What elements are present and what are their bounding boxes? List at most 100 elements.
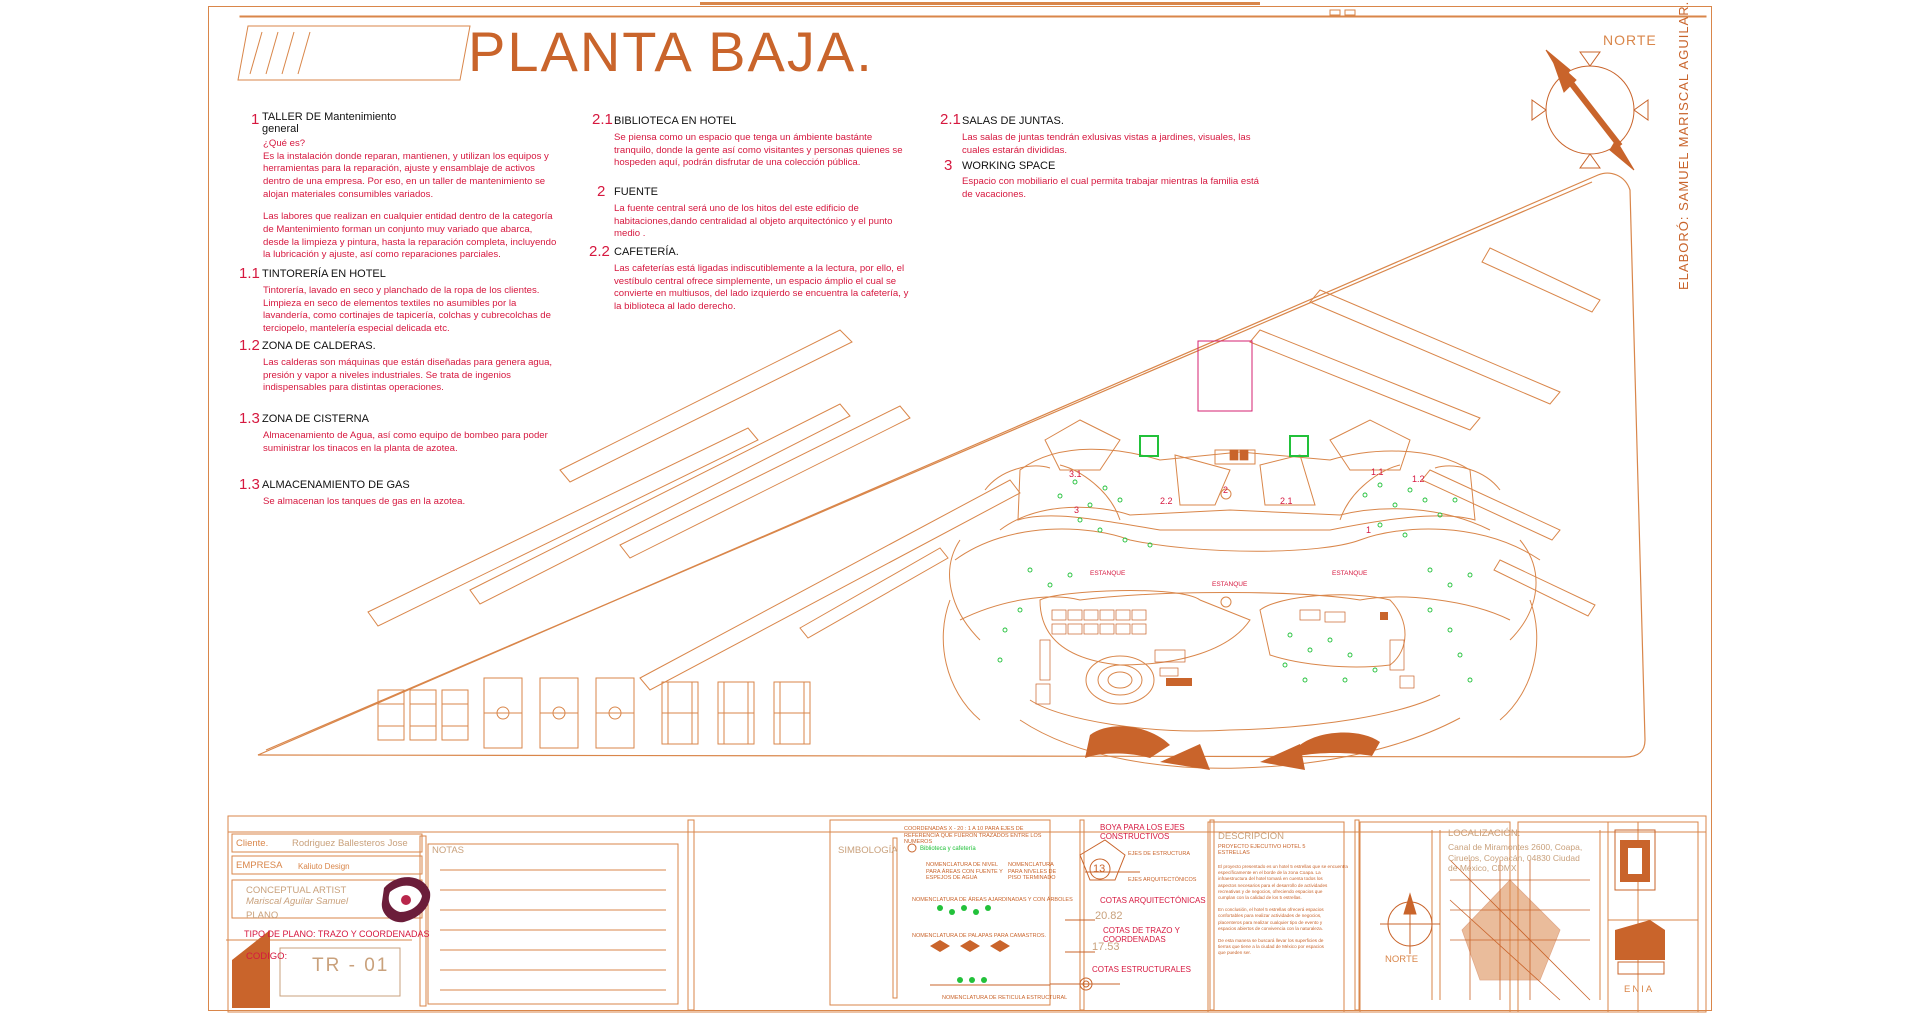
- library-note: Biblioteca y cafetería: [920, 846, 976, 852]
- zone-number: 1.2: [1412, 474, 1425, 484]
- axis-bubble-icon: [1089, 858, 1111, 880]
- zone-number: 1.1: [1371, 467, 1384, 477]
- hotel-complex: [942, 340, 1541, 769]
- zone-number: 2: [1223, 485, 1229, 495]
- zone-number: 3: [1074, 505, 1080, 515]
- north-compass-small-icon: [1380, 892, 1440, 954]
- enia-label: ENIA: [1624, 984, 1655, 995]
- drawing-sheet-border: [208, 6, 1712, 1011]
- tree-symbols: [997, 479, 1473, 683]
- sports-courts: [377, 677, 811, 749]
- item-heading: CAFETERÍA.: [614, 246, 679, 258]
- palapa-legend-marks: [930, 940, 1010, 952]
- location-text: Canal de Miramontes 2600, Coapa,Ciruelos…: [1448, 842, 1583, 874]
- item-number: 1.3: [239, 410, 260, 427]
- description-subtitle: PROYECTO EJECUTIVO HOTEL 5 ESTRELLAS: [1218, 844, 1306, 856]
- landscape-masses: [1085, 612, 1388, 770]
- item-number: 2: [597, 183, 606, 200]
- item-text: Se piensa como un espacio que tenga un á…: [614, 132, 903, 169]
- item-number: 2.1: [940, 111, 961, 128]
- item-heading: WORKING SPACE: [962, 160, 1056, 172]
- artist-value: Mariscal Aguilar Samuel: [246, 896, 349, 907]
- palapa-nomenclature: NOMENCLATURA DE PALAPAS PARA CAMASTROS.: [912, 933, 1047, 939]
- item-text: Almacenamiento de Agua, así como equipo …: [263, 430, 548, 454]
- pond-label: ESTANQUE: [1212, 581, 1248, 588]
- item-text: Las salas de juntas tendrán exlusivas vi…: [962, 132, 1251, 156]
- item-number: 1.2: [239, 337, 260, 354]
- arch-dimension-value: 20.82: [1095, 910, 1123, 922]
- item-number: 3: [944, 157, 953, 174]
- floor-level-nomenclature: NOMENCLATURA PARA NIVELES DE PISO TERMIN…: [1008, 862, 1057, 882]
- pond-label: ESTANQUE: [1090, 570, 1126, 577]
- university-logo: [1614, 829, 1665, 975]
- axis-bubble-label: BOYA PARA LOS EJES CONSTRUCTIVOS: [1100, 823, 1185, 842]
- item-heading: ALMACENAMIENTO DE GAS: [262, 479, 410, 491]
- description-text: El proyecto presentado es un hotel 5 est…: [1218, 864, 1348, 956]
- layout-dimension-value: 17.53: [1092, 941, 1120, 953]
- tree-legend-marks: [937, 905, 991, 983]
- client-label: Cliente.: [236, 838, 269, 849]
- zone-number: 1: [1366, 525, 1372, 535]
- arch-axes-label: EJES ARQUITECTÓNICOS: [1128, 877, 1197, 883]
- axis-bubble-number: 13: [1093, 863, 1106, 875]
- item-text: Tintorería, lavado en seco y planchado d…: [263, 285, 551, 334]
- north-label: NORTE: [1603, 32, 1657, 48]
- zone-number: 3.1: [1069, 469, 1082, 479]
- item-text: Las calderas son máquinas que están dise…: [263, 357, 553, 394]
- plan-type: TIPO DE PLANO: TRAZO Y COORDENADAS: [244, 929, 430, 939]
- site-boundary: [257, 172, 1646, 758]
- plan-label: PLANO: [246, 910, 279, 921]
- item-number: 1: [251, 111, 260, 128]
- client-value: Rodriguez Ballesteros Jose: [292, 838, 408, 849]
- structural-dimensions-label: COTAS ESTRUCTURALES: [1092, 965, 1191, 974]
- item-text: Las cafeterías está ligadas indiscutible…: [614, 263, 909, 312]
- symbology-label: SIMBOLOGÍA: [838, 845, 898, 856]
- code-value: TR - 01: [312, 955, 390, 976]
- item-heading: SALAS DE JUNTAS.: [962, 115, 1064, 127]
- item-heading: FUENTE: [614, 186, 658, 198]
- zone-number: 2.2: [1160, 496, 1173, 506]
- building-rooms: [1035, 449, 1415, 705]
- item-number: 1.1: [239, 265, 260, 282]
- diagonal-strips: [367, 247, 1601, 691]
- symbology-marks: [907, 839, 1140, 991]
- company-logo: [381, 877, 431, 923]
- company-label: EMPRESA: [236, 860, 283, 871]
- item-number: 2.2: [589, 243, 610, 260]
- item-heading: BIBLIOTECA EN HOTEL: [614, 115, 737, 127]
- item-number: 1.3: [239, 476, 260, 493]
- north-compass-icon: [1531, 49, 1649, 171]
- structure-axes-label: EJES DE ESTRUCTURA: [1128, 851, 1191, 857]
- top-border-line: [239, 15, 1707, 18]
- item-text: ¿Qué es?Es la instalación donde reparan,…: [263, 138, 557, 261]
- top-accent-bar: [700, 2, 1260, 5]
- page-title: PLANTA BAJA.: [468, 20, 874, 83]
- item-heading: ZONA DE CISTERNA: [262, 413, 369, 425]
- item-text: Espacio con mobiliario el cual permita t…: [962, 176, 1260, 200]
- item-number: 2.1: [592, 111, 613, 128]
- location-map: [1449, 859, 1591, 1001]
- coord-note: COORDENADAS X - 20 : 1 A 10 PARA EJES DE…: [904, 826, 1042, 846]
- level-nomenclature: NOMENCLATURA DE NIVEL PARA ÁREAS CON FUE…: [926, 862, 1003, 882]
- item-heading: ZONA DE CALDERAS.: [262, 340, 376, 352]
- author-credit: ELABORÓ: SAMUEL MARISCAL AGUILAR.: [1676, 0, 1691, 290]
- code-label: CODIGO:: [246, 951, 288, 962]
- grid-nomenclature: NOMENCLATURA DE RETICULA ESTRUCTURAL: [942, 995, 1068, 1001]
- pond-label: ESTANQUE: [1332, 570, 1368, 577]
- notes-label: NOTAS: [432, 845, 465, 856]
- item-text: La fuente central será uno de los hitos …: [614, 203, 893, 240]
- description-label: DESCRIPCION: [1218, 831, 1284, 842]
- artist-label: CONCEPTUAL ARTIST: [246, 885, 347, 896]
- location-label: LOCALIZACIÓN:: [1448, 828, 1521, 839]
- item-text: Se almacenan los tanques de gas en la az…: [263, 496, 466, 507]
- item-heading: TINTORERÍA EN HOTEL: [262, 268, 386, 280]
- north-label-small: NORTE: [1385, 954, 1419, 965]
- arch-dimensions-label: COTAS ARQUITECTÓNICAS: [1100, 896, 1206, 905]
- title-frame: [237, 25, 471, 81]
- layout-dimensions-label: COTAS DE TRAZO Y COORDENADAS: [1103, 926, 1180, 945]
- item-heading: TALLER DE Mantenimiento general: [262, 111, 397, 135]
- company-value: Kaliuto Design: [298, 862, 350, 871]
- garden-nomenclature: NOMENCLATURA DE ÁREAS AJARDINADAS Y CON …: [912, 897, 1073, 903]
- zone-number: 2.1: [1280, 496, 1293, 506]
